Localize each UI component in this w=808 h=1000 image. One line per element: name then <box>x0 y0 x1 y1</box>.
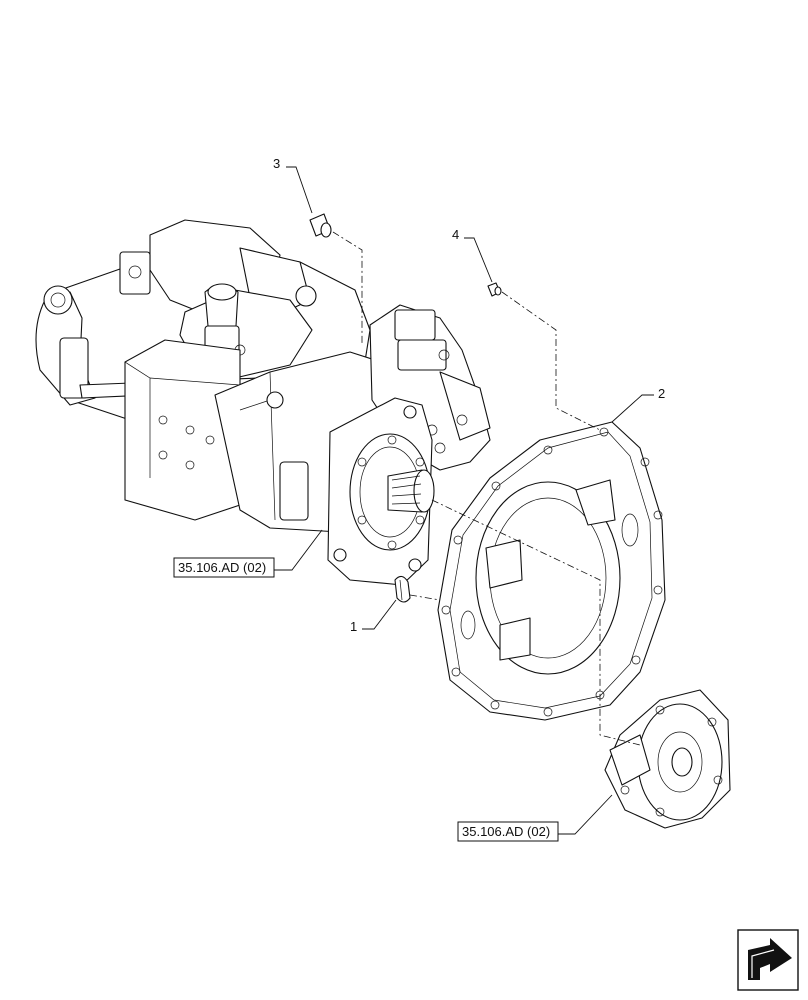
reference-coupling[interactable]: 35.106.AD (02) <box>457 794 613 842</box>
hydraulic-pump-assembly <box>35 219 491 586</box>
callout-part-4: 4 <box>452 227 493 283</box>
part-1-seal <box>394 575 411 603</box>
callout-part-1: 1 <box>350 599 397 634</box>
coupling-reference-label[interactable]: 35.106.AD (02) <box>462 824 550 839</box>
callout-part-2: 2 <box>611 386 665 423</box>
assembly-lines <box>332 231 641 746</box>
callout-part-3: 3 <box>273 156 313 214</box>
callout-label-2: 2 <box>658 386 665 401</box>
reference-pump[interactable]: 35.106.AD (02) <box>173 529 323 578</box>
flexible-coupling <box>604 689 731 829</box>
pump-reference-label[interactable]: 35.106.AD (02) <box>178 560 266 575</box>
part-4-small-plug <box>487 282 502 297</box>
part-2-flywheel-housing <box>437 421 666 721</box>
callout-label-3: 3 <box>273 156 280 171</box>
part-3-plug-fitting <box>309 213 332 238</box>
callout-label-1: 1 <box>350 619 357 634</box>
callout-label-4: 4 <box>452 227 459 242</box>
next-page-arrow-icon[interactable] <box>737 929 799 991</box>
